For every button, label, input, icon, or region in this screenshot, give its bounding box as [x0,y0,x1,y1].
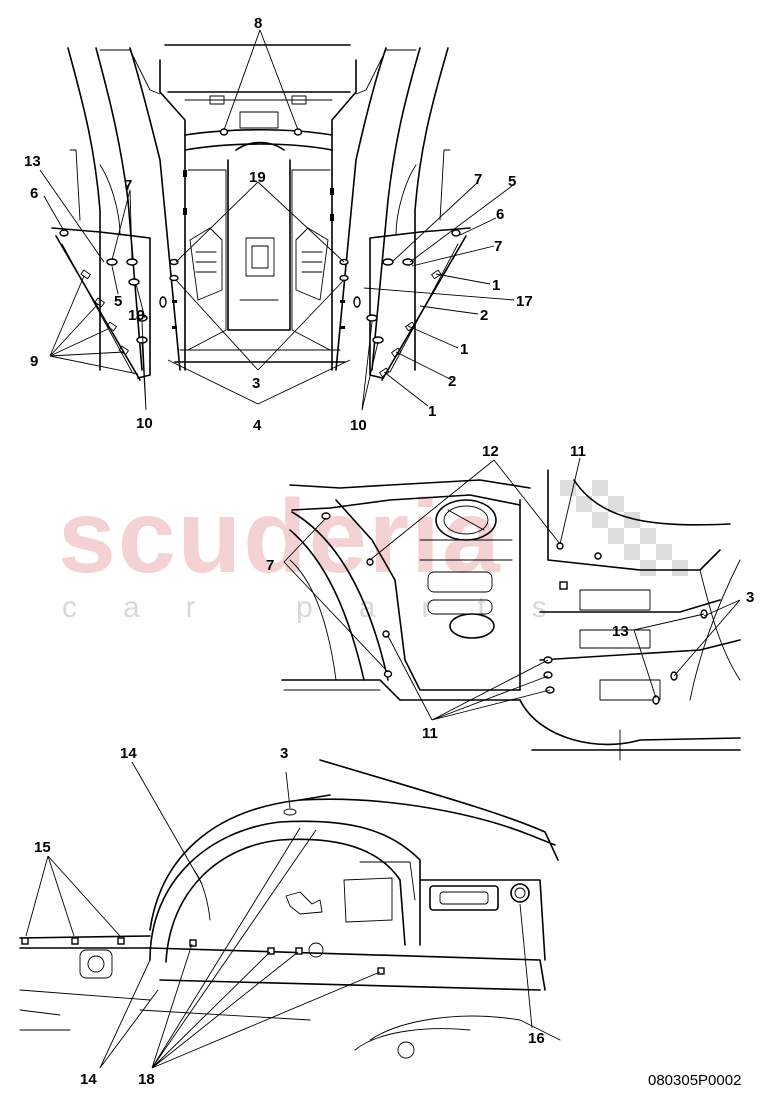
callout-15: 15 [34,839,51,856]
callout-9: 9 [30,353,38,370]
wheelhouse-holes [321,512,708,705]
wheelhouse-view [281,457,741,761]
floor-holes [59,128,461,344]
callout-3-top: 3 [252,375,260,392]
callout-11-bottom: 11 [422,725,438,742]
callout-7-right-lower: 7 [494,238,502,255]
callout-14-bottom: 14 [80,1071,97,1088]
callouts-top: 8 13 6 7 19 7 5 6 7 1 17 2 1 2 1 9 5 10 … [24,15,533,434]
callout-12: 12 [482,443,499,460]
watermark-checker-flag [560,480,688,576]
underbody-view [39,29,515,411]
callout-6-right: 6 [496,206,504,223]
callout-13: 13 [24,153,41,170]
callout-10-left: 10 [136,415,153,432]
fender-view [19,759,561,1069]
callout-7-middle: 7 [266,557,274,574]
fender-leaders [25,761,533,1069]
fender-clips [21,937,385,975]
callout-1-a: 1 [492,277,500,294]
callout-7-right-upper: 7 [474,171,482,188]
callout-13-middle: 13 [612,623,629,640]
callout-14-top: 14 [120,745,137,762]
underbody-leaders [39,29,515,411]
callout-1-c: 1 [428,403,436,420]
callout-10-inner: 10 [128,307,145,324]
callout-17: 17 [516,293,533,310]
floor-slots [172,170,345,329]
callout-11-top: 11 [570,443,586,460]
sill-slots [80,269,442,378]
callout-2-a: 2 [480,307,488,324]
callout-2-b: 2 [448,373,456,390]
callout-16: 16 [528,1030,545,1047]
callout-8: 8 [254,15,262,32]
watermark-tagline: car parts [62,591,593,624]
drawing-code: 080305P0002 [648,1072,741,1089]
callout-19: 19 [249,169,266,186]
callout-4: 4 [253,417,262,434]
wheelhouse-leaders [283,457,741,721]
callout-5-right: 5 [508,173,516,190]
callout-6-left: 6 [30,185,38,202]
callout-10-right: 10 [350,417,367,434]
callouts-bottom: 14 3 15 16 14 18 [34,745,545,1088]
callout-18: 18 [138,1071,155,1088]
callout-7-left: 7 [124,177,132,194]
callouts-middle: 12 11 7 13 3 11 [266,443,754,742]
callout-1-b: 1 [460,341,468,358]
callout-5-left: 5 [114,293,122,310]
callout-3-middle: 3 [746,589,754,606]
callout-3-bottom: 3 [280,745,288,762]
